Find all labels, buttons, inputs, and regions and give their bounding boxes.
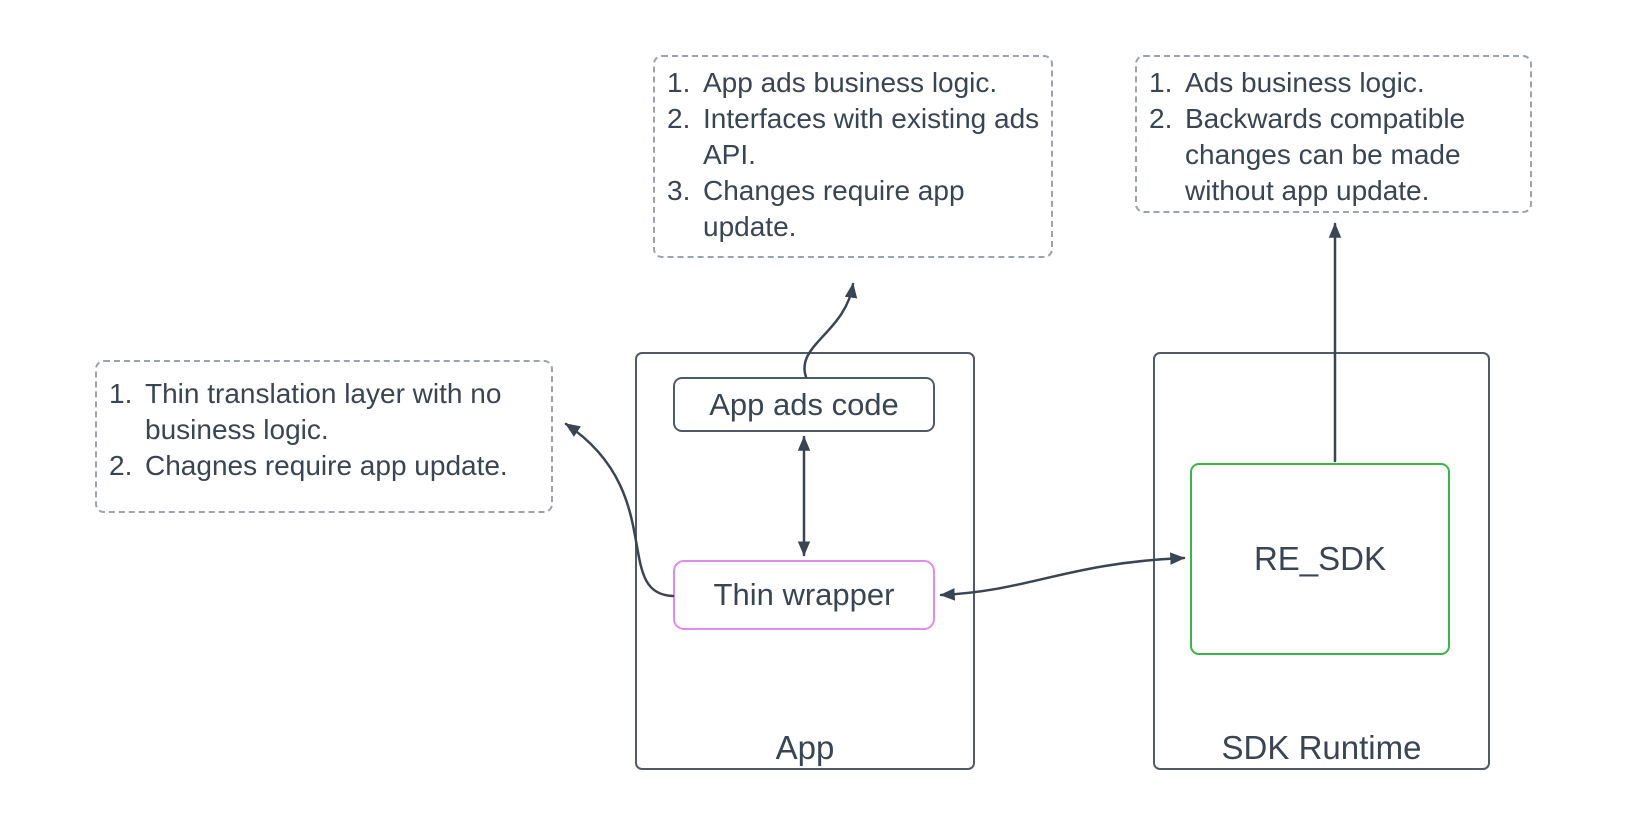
note-item-marker: 2. (109, 450, 133, 481)
note-item-text: Changes require app update. (703, 175, 965, 242)
note-item-text: Interfaces with existing ads API. (703, 103, 1040, 170)
re-sdk-label: RE_SDK (1253, 540, 1387, 577)
note-item-marker: 2. (667, 103, 691, 134)
note-item-marker: 3. (667, 175, 691, 206)
note-item: 3. Changes require app update. (667, 173, 1041, 245)
re-sdk-node: RE_SDK (1190, 463, 1450, 655)
thin-wrapper-note: 1. Thin translation layer with no busine… (95, 360, 553, 513)
note-item: 1. Thin translation layer with no busine… (109, 376, 541, 448)
arrow-thin-wrapper-re-sdk (939, 552, 1186, 601)
note-item-marker: 1. (1149, 67, 1173, 98)
note-item-marker: 2. (1149, 103, 1173, 134)
note-item: 1. App ads business logic. (667, 65, 1041, 101)
re-sdk-note: 1. Ads business logic. 2. Backwards comp… (1135, 55, 1532, 213)
app-ads-code-note: 1. App ads business logic. 2. Interfaces… (653, 55, 1053, 258)
note-item: 2. Chagnes require app update. (109, 448, 541, 484)
note-item-text: Thin translation layer with no business … (145, 378, 502, 445)
note-item-text: App ads business logic. (703, 67, 998, 98)
note-item: 2. Interfaces with existing ads API. (667, 101, 1041, 173)
note-item-text: Chagnes require app update. (145, 450, 508, 481)
app-ads-code-node: App ads code (673, 377, 935, 432)
app-ads-code-label: App ads code (709, 386, 899, 422)
note-item-text: Backwards compatible changes can be made… (1185, 103, 1466, 206)
app-container-label: App (775, 729, 835, 766)
thin-wrapper-node: Thin wrapper (673, 560, 935, 630)
note-item-text: Ads business logic. (1185, 67, 1425, 98)
sdk-runtime-container-label: SDK Runtime (1221, 729, 1422, 766)
note-item: 1. Ads business logic. (1149, 65, 1520, 101)
note-item: 2. Backwards compatible changes can be m… (1149, 101, 1520, 209)
note-item-marker: 1. (667, 67, 691, 98)
thin-wrapper-label: Thin wrapper (713, 577, 895, 612)
note-item-marker: 1. (109, 378, 133, 409)
